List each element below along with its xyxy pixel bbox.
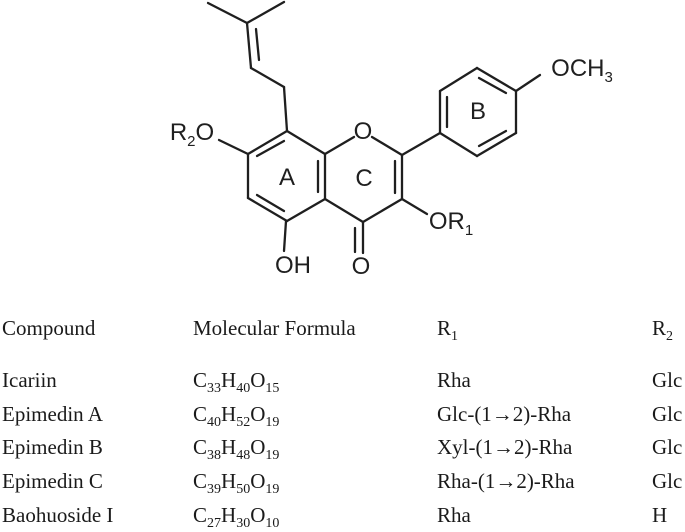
column-header-r2: R2 [652, 316, 674, 345]
column-header-compound: Compound [2, 316, 96, 340]
methoxy-label: OCH3 [551, 55, 613, 86]
substituent-label-r2o: R2O [169, 119, 215, 150]
column-header-molecular-formula: Molecular Formula [193, 316, 356, 340]
cell-r1: Rha [437, 368, 471, 392]
bond [370, 135, 404, 157]
bond [206, 1, 249, 25]
cell-r2: H [652, 503, 668, 527]
cell-formula: C33H40O15 [193, 368, 280, 397]
cell-compound: Epimedin A [2, 402, 103, 426]
cell-compound: Epimedin C [2, 469, 103, 493]
cell-formula: C39H50O19 [193, 469, 280, 498]
bond [323, 135, 356, 156]
bond [400, 197, 429, 216]
cell-r2: Glc [652, 435, 683, 459]
bond [361, 197, 404, 224]
cell-r1: Xyl-(1→2)-Rha [437, 435, 573, 459]
bond [246, 196, 289, 223]
bond-double-inner [477, 129, 508, 148]
bond [217, 138, 250, 156]
cell-compound: Baohuoside I [2, 503, 114, 527]
bond [245, 0, 286, 25]
bond [282, 85, 289, 133]
cell-formula: C27H30O10 [193, 503, 280, 532]
bond [285, 197, 327, 223]
ring-oxygen-label: O [353, 118, 373, 145]
cell-compound: Icariin [2, 368, 57, 392]
bond [514, 73, 542, 93]
ring-c-label: C [355, 165, 373, 192]
cell-r1: Glc-(1→2)-Rha [437, 402, 572, 426]
hydroxyl-label: OH [275, 252, 311, 279]
flavonoid-structure-drawing [206, 0, 542, 255]
cell-r1: Rha-(1→2)-Rha [437, 469, 575, 493]
bond [438, 131, 479, 158]
bond [245, 21, 253, 70]
cell-r1: Rha [437, 503, 471, 527]
bond-double-inner [477, 76, 508, 95]
cell-r2: Glc [652, 469, 683, 493]
bond [475, 131, 518, 158]
bond [282, 219, 288, 253]
cell-r2: Glc [652, 402, 683, 426]
bond [249, 66, 286, 89]
bond [400, 131, 442, 157]
cell-formula: C38H48O19 [193, 435, 280, 464]
cell-r2: Glc [652, 368, 683, 392]
column-header-r1: R1 [437, 316, 459, 345]
bond [475, 66, 518, 93]
cell-compound: Epimedin B [2, 435, 103, 459]
bond-double-inner [254, 27, 261, 62]
ring-a-label: A [278, 164, 296, 191]
bond-double-inner [255, 193, 286, 213]
cell-formula: C40H52O19 [193, 402, 280, 431]
bond [246, 129, 289, 156]
carbonyl-oxygen-label: O [351, 253, 371, 280]
bond-double-inner [255, 139, 286, 158]
ring-b-label: B [469, 98, 487, 125]
bond [323, 197, 365, 224]
bond [438, 66, 479, 93]
substituent-label-or1: OR1 [428, 208, 474, 239]
bond [285, 129, 327, 156]
